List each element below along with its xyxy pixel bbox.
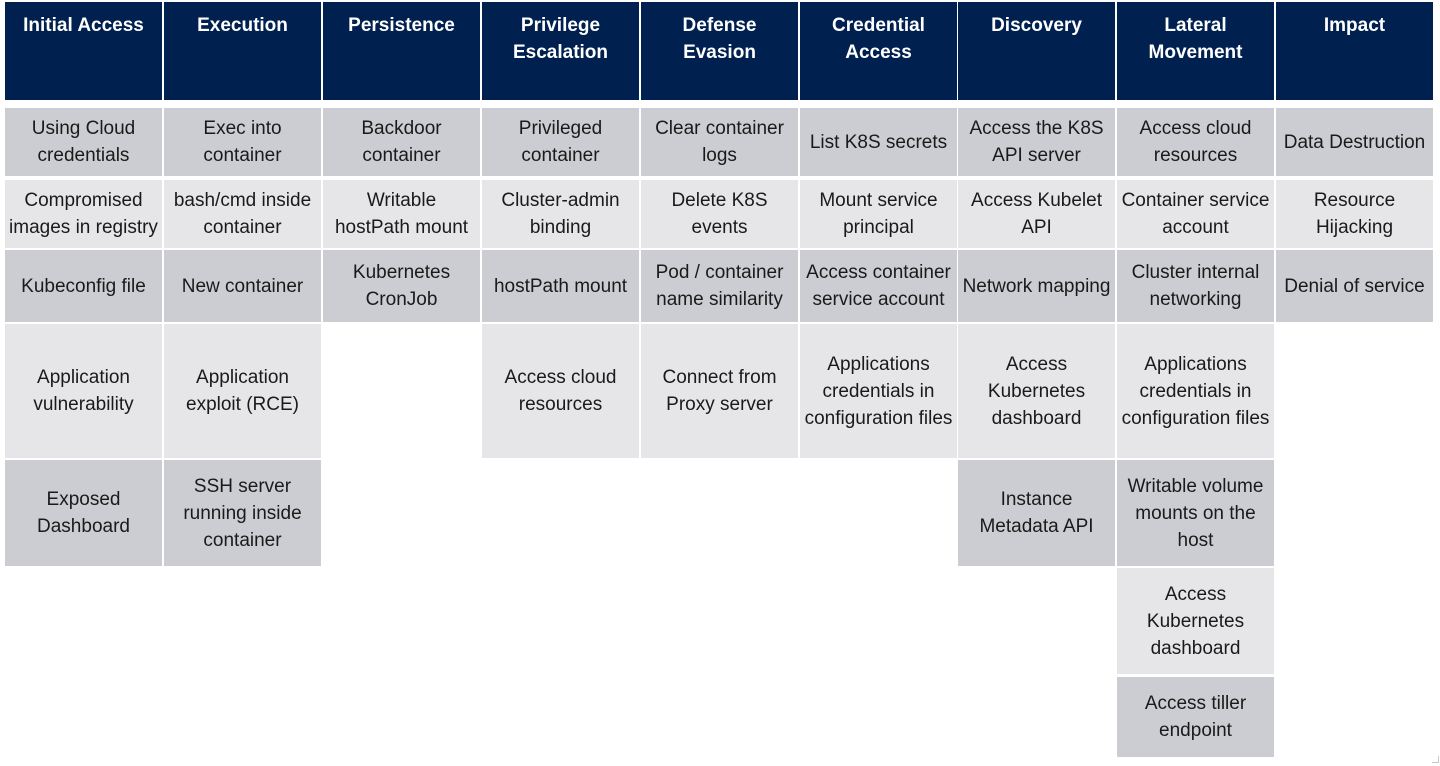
tactic-header: Impact	[1276, 2, 1433, 100]
tactic-header: Privilege Escalation	[482, 2, 639, 100]
technique-cell: Access container service account	[800, 250, 957, 322]
technique-cell: Cluster-admin binding	[482, 180, 639, 248]
technique-cell: Access cloud resources	[482, 324, 639, 458]
technique-cell: Mount service principal	[800, 180, 957, 248]
corner-mark	[1432, 756, 1439, 763]
tactic-header: Initial Access	[5, 2, 162, 100]
technique-cell: Access cloud resources	[1117, 108, 1274, 176]
technique-cell: hostPath mount	[482, 250, 639, 322]
technique-cell: SSH server running inside container	[164, 460, 321, 566]
tactic-header: Credential Access	[800, 2, 957, 100]
technique-cell: Kubernetes CronJob	[323, 250, 480, 322]
technique-cell: Resource Hijacking	[1276, 180, 1433, 248]
technique-cell: Clear container logs	[641, 108, 798, 176]
technique-cell: Denial of service	[1276, 250, 1433, 322]
technique-cell: List K8S secrets	[800, 108, 957, 176]
technique-cell: bash/cmd inside container	[164, 180, 321, 248]
technique-cell: Connect from Proxy server	[641, 324, 798, 458]
technique-cell: Pod / container name similarity	[641, 250, 798, 322]
tactic-header: Defense Evasion	[641, 2, 798, 100]
technique-cell: Data Destruction	[1276, 108, 1433, 176]
technique-cell: Cluster internal networking	[1117, 250, 1274, 322]
technique-cell: Exposed Dashboard	[5, 460, 162, 566]
technique-cell: Applications credentials in configuratio…	[800, 324, 957, 458]
tactic-header: Persistence	[323, 2, 480, 100]
technique-cell: Writable volume mounts on the host	[1117, 460, 1274, 566]
technique-cell: Access the K8S API server	[958, 108, 1115, 176]
technique-cell: Application exploit (RCE)	[164, 324, 321, 458]
technique-cell: Kubeconfig file	[5, 250, 162, 322]
technique-cell: Access Kubernetes dashboard	[958, 324, 1115, 458]
technique-cell: Compromised images in registry	[5, 180, 162, 248]
technique-cell: Using Cloud credentials	[5, 108, 162, 176]
technique-cell: Privileged container	[482, 108, 639, 176]
technique-cell: Application vulnerability	[5, 324, 162, 458]
tactic-header: Discovery	[958, 2, 1115, 100]
technique-cell: Writable hostPath mount	[323, 180, 480, 248]
tactic-header: Lateral Movement	[1117, 2, 1274, 100]
technique-cell: Container service account	[1117, 180, 1274, 248]
technique-cell: Network mapping	[958, 250, 1115, 322]
technique-cell: Delete K8S events	[641, 180, 798, 248]
technique-cell: Exec into container	[164, 108, 321, 176]
technique-cell: New container	[164, 250, 321, 322]
technique-cell: Access tiller endpoint	[1117, 677, 1274, 757]
tactic-header: Execution	[164, 2, 321, 100]
technique-cell: Access Kubernetes dashboard	[1117, 568, 1274, 674]
technique-cell: Access Kubelet API	[958, 180, 1115, 248]
technique-cell: Instance Metadata API	[958, 460, 1115, 566]
technique-cell: Backdoor container	[323, 108, 480, 176]
technique-cell: Applications credentials in configuratio…	[1117, 324, 1274, 458]
